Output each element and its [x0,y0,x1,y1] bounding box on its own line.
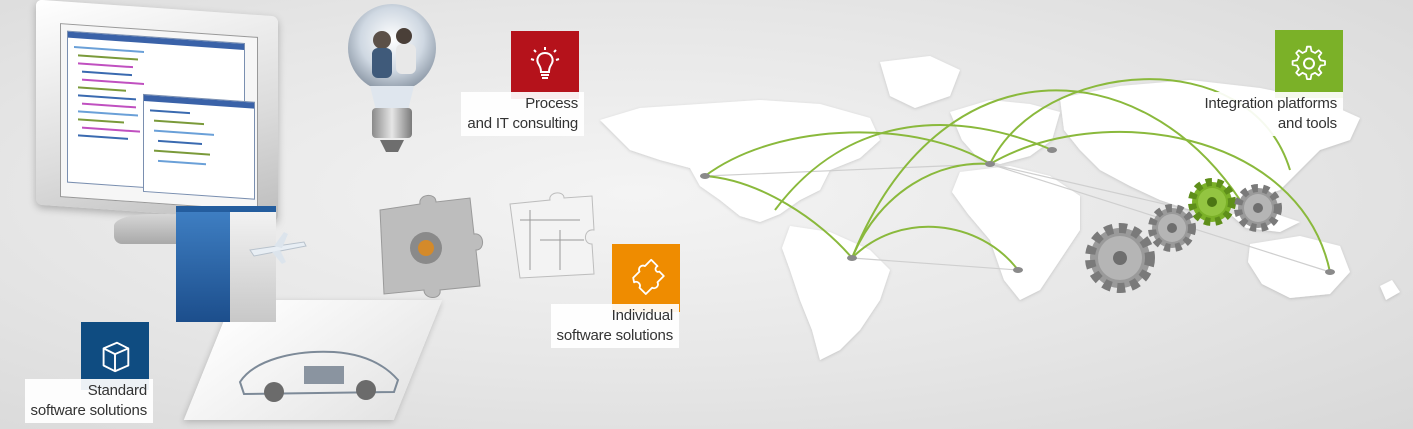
individual-software-label[interactable]: Individual software solutions [550,304,679,348]
puzzle-piece-icon [632,258,665,295]
individual-software-tile[interactable] [612,244,680,312]
continent-north-america [600,100,880,222]
cube-icon [102,341,130,373]
continent-south-america [782,226,890,360]
integration-platforms-label[interactable]: Integration platforms and tools [1198,92,1343,136]
arc-sa-asia [851,89,1241,259]
arc-na-europe [704,131,991,177]
gears-illustration [1085,178,1282,293]
puzzle-illustration [379,192,595,298]
continent-africa [952,166,1080,300]
arc-na-sa [704,175,853,259]
continent-australia [1248,236,1350,298]
continent-new-zealand [1380,280,1400,300]
arc-us-europe [774,124,1053,211]
gear-icon [1291,45,1326,81]
software-box-illustration [176,212,230,322]
integration-platforms-tile[interactable] [1275,30,1343,98]
monitor-screen [60,23,258,211]
arc-europe-australia [989,131,1331,273]
lightbulb-icon [530,47,560,79]
arc-sa-europe [851,162,991,259]
airplane-illustration [249,232,307,264]
standard-software-label[interactable]: Standard software solutions [24,379,153,423]
process-consulting-tile[interactable] [511,31,579,99]
lightbulb-illustration [348,4,436,152]
process-consulting-label[interactable]: Process and IT consulting [461,92,584,136]
continent-greenland [880,56,960,108]
continent-europe [950,100,1060,164]
car-illustration [238,350,400,402]
standard-software-tile[interactable] [81,322,149,390]
arc-sa-africa [851,225,1019,271]
